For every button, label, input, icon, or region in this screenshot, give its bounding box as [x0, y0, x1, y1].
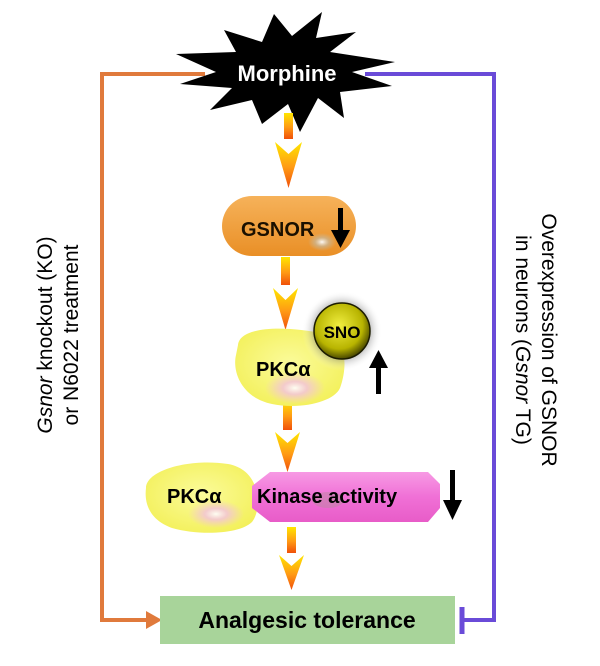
left-arrowhead-icon — [146, 611, 162, 629]
sno-up-arrow-icon — [369, 350, 388, 394]
flow-arrow-3 — [275, 400, 300, 472]
kinase-hexagon — [252, 472, 440, 522]
flow-arrow-4 — [279, 527, 304, 590]
burst-star-icon — [176, 12, 395, 132]
right-label-italic: Gsnor — [511, 346, 534, 404]
gsnor-gloss — [308, 233, 336, 251]
pkca-kinase-node: PKCα Kinase activity — [145, 462, 462, 533]
left-label-line1: Gsnor knockout (KO) — [34, 236, 57, 433]
left-label-line2: or N6022 treatment — [60, 244, 83, 425]
left-connector-line — [100, 72, 205, 622]
morphine-node: Morphine — [176, 12, 395, 132]
left-label-rest: knockout (KO) — [34, 236, 57, 376]
pkca-1-spot — [265, 372, 325, 404]
gsnor-node: GSNOR — [222, 196, 356, 256]
gsnor-down-arrow-icon — [331, 208, 350, 248]
sno-label: SNO — [324, 323, 361, 342]
outcome-label: Analgesic tolerance — [198, 607, 415, 633]
left-label-italic: Gsnor — [34, 375, 57, 433]
pkca-2-spot — [188, 500, 244, 528]
gsnor-label: GSNOR — [241, 219, 315, 241]
right-label-line2: in neurons (Gsnor TG) — [511, 235, 534, 445]
pkca-1-label: PKCα — [256, 359, 311, 381]
pkca-sno-node: PKCα SNO — [235, 291, 388, 407]
kinase-label: Kinase activity — [257, 486, 398, 508]
right-label-post: TG) — [511, 403, 534, 445]
left-side-label: Gsnor knockout (KO) or N6022 treatment — [34, 236, 83, 433]
pkca-2-label: PKCα — [167, 486, 222, 508]
sno-ball — [313, 302, 371, 360]
right-connector-line — [365, 72, 496, 622]
flow-arrow-1 — [275, 113, 302, 188]
right-side-label: Overexpression of GSNOR in neurons (Gsno… — [511, 213, 560, 466]
outcome-box — [160, 596, 455, 644]
right-inhibit-path — [365, 72, 496, 634]
right-label-line1: Overexpression of GSNOR — [537, 213, 560, 466]
right-label-pre: in neurons ( — [511, 235, 534, 346]
left-promote-path — [100, 72, 205, 629]
analgesic-tolerance-node: Analgesic tolerance — [160, 596, 455, 644]
morphine-label: Morphine — [238, 61, 337, 86]
kinase-down-arrow-icon — [443, 470, 462, 520]
kinase-gloss — [312, 492, 344, 508]
flow-arrow-2 — [273, 257, 298, 330]
